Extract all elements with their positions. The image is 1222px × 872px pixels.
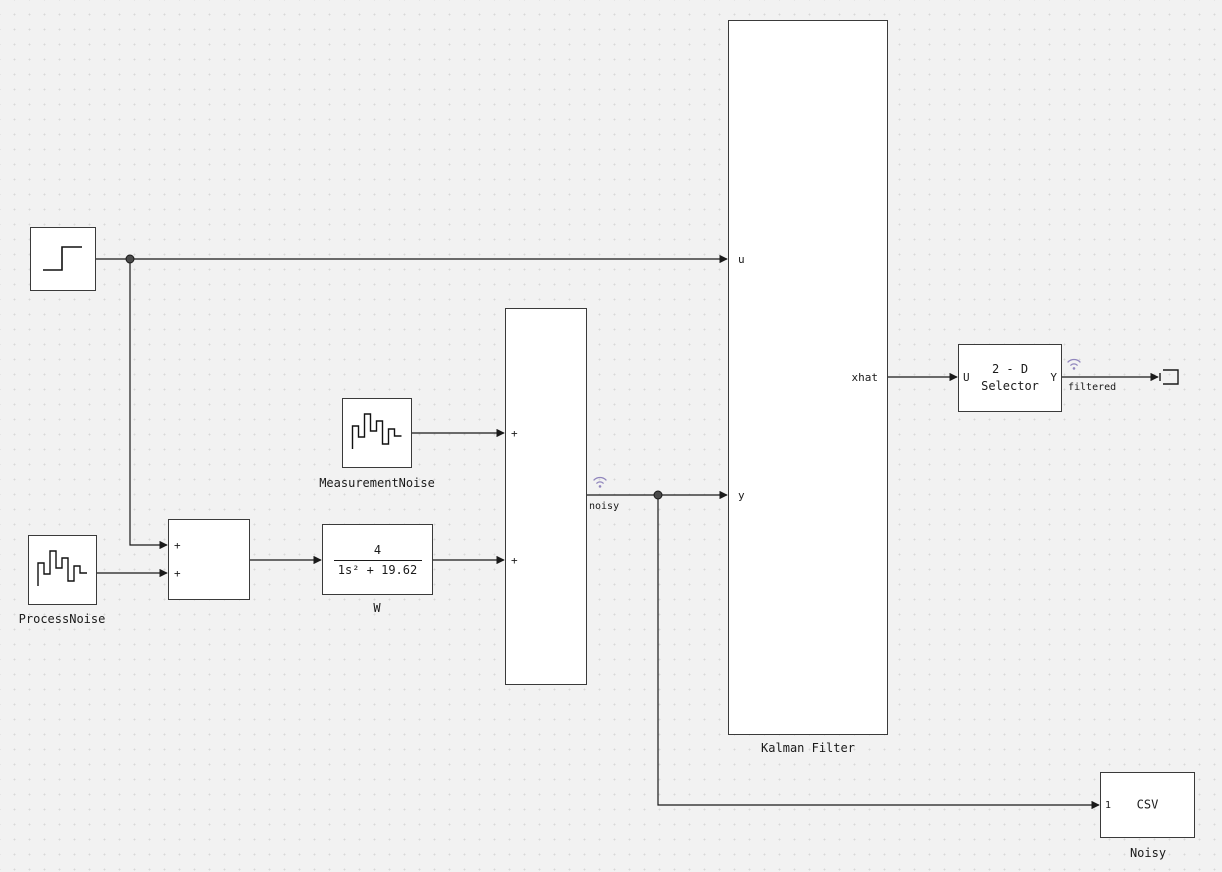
- noisy-logging-badge[interactable]: [591, 473, 609, 493]
- kalman-port-y: y: [738, 489, 745, 502]
- transfer-fcn-label[interactable]: W: [373, 601, 381, 615]
- process-noise-block[interactable]: [28, 535, 97, 605]
- terminator-bracket-icon[interactable]: [1159, 369, 1179, 385]
- filtered-signal-label[interactable]: filtered: [1068, 382, 1117, 393]
- selector-port-in: U: [963, 371, 970, 384]
- measurement-noise-block[interactable]: [342, 398, 412, 468]
- transfer-fcn-block[interactable]: 4 1s² + 19.62: [322, 524, 433, 595]
- selector-port-out: Y: [1050, 371, 1057, 384]
- csv-text: CSV: [1136, 797, 1159, 812]
- sum-process-sign-top: +: [174, 539, 181, 552]
- sum-noise-sign-top: +: [511, 427, 518, 440]
- kalman-filter-block[interactable]: u y xhat: [728, 20, 888, 735]
- step-block[interactable]: [30, 227, 96, 291]
- signal-logging-wifi-icon: [593, 476, 607, 488]
- csv-block[interactable]: 1 CSV: [1100, 772, 1195, 838]
- transfer-fcn-expression: 4 1s² + 19.62: [323, 525, 432, 594]
- fraction-bar: [333, 559, 422, 561]
- measurement-noise-label[interactable]: MeasurementNoise: [319, 476, 435, 490]
- noise-signal-icon: [351, 413, 402, 449]
- wire-noisy-branch-to-csv[interactable]: [657, 495, 1100, 810]
- transfer-fcn-numerator: 4: [373, 542, 382, 557]
- sum-process-sign-bottom: +: [174, 567, 181, 580]
- filtered-logging-badge[interactable]: [1065, 355, 1083, 375]
- sum-noise-sign-bottom: +: [511, 554, 518, 567]
- branch-dot-noisy[interactable]: [653, 490, 663, 500]
- noisy-signal-label[interactable]: noisy: [589, 501, 620, 512]
- wire-step-branch-to-sum[interactable]: [129, 259, 168, 550]
- sum-process-block[interactable]: + +: [168, 519, 250, 600]
- kalman-filter-label[interactable]: Kalman Filter: [761, 741, 855, 755]
- process-noise-label[interactable]: ProcessNoise: [18, 612, 106, 626]
- noise-signal-icon: [37, 550, 87, 586]
- csv-port-in: 1: [1105, 800, 1112, 811]
- selector-title-line1: 2 - D: [991, 362, 1029, 376]
- kalman-port-xhat: xhat: [851, 371, 879, 384]
- kalman-port-u: u: [738, 253, 745, 266]
- step-icon: [43, 246, 82, 271]
- sum-noise-block[interactable]: + +: [505, 308, 587, 685]
- selector-block[interactable]: 2 - D Selector U Y: [958, 344, 1062, 412]
- branch-dot-step[interactable]: [125, 254, 135, 264]
- selector-title: 2 - D Selector: [959, 361, 1061, 395]
- signal-logging-wifi-icon: [1067, 358, 1081, 370]
- csv-label[interactable]: Noisy: [1129, 846, 1167, 860]
- selector-title-line2: Selector: [981, 379, 1039, 393]
- transfer-fcn-denominator: 1s² + 19.62: [337, 562, 418, 577]
